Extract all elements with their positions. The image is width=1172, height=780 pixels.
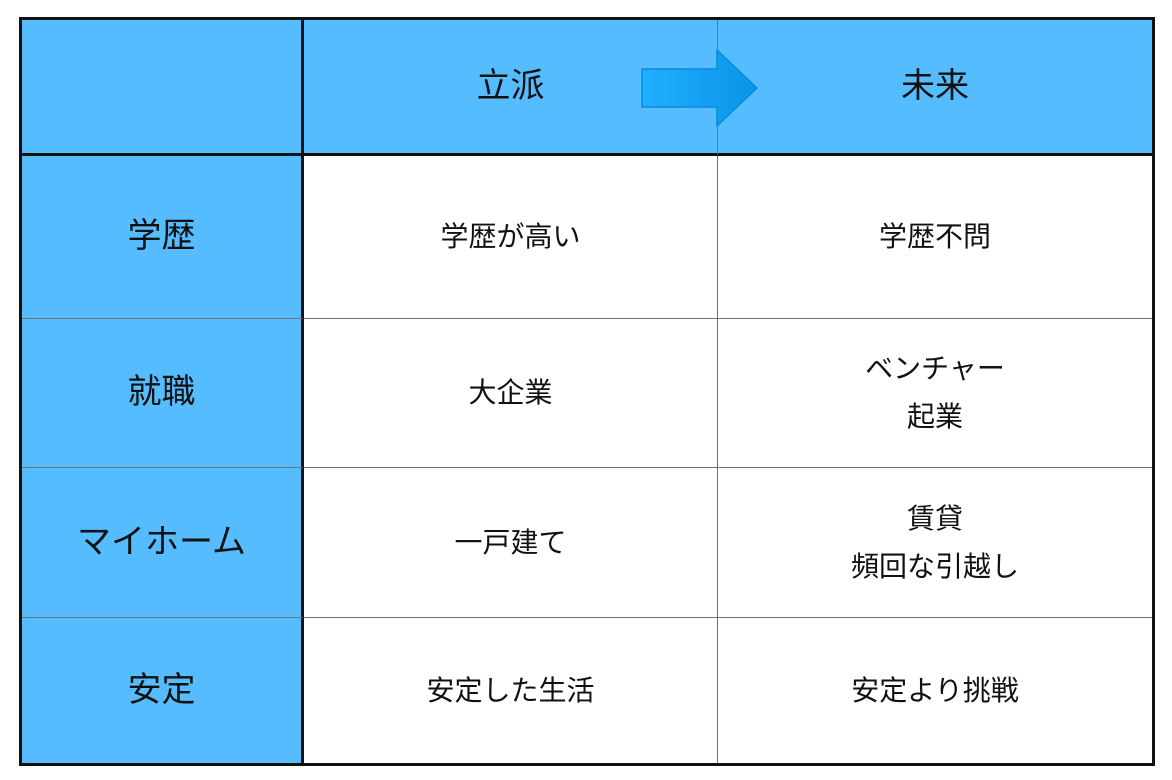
row-label: マイホーム	[77, 521, 246, 562]
cell-text-line-1: 賃貸	[906, 501, 963, 535]
cell-text: 学歴が高い	[440, 220, 581, 254]
comparison-table: 立派 未来 学歴 学歴が高い 学歴不問 就職 大企業 ベンチャー 起業 マイホー…	[19, 17, 1155, 766]
cell-text: 安定より挑戦	[851, 673, 1019, 707]
row-label-employment: 就職	[22, 319, 304, 468]
cell-present-education: 学歴が高い	[304, 156, 718, 319]
cell-future-education: 学歴不問	[718, 156, 1152, 319]
cell-present-home: 一戸建て	[304, 468, 718, 618]
row-label-education: 学歴	[22, 156, 304, 319]
cell-text: 大企業	[468, 376, 553, 410]
cell-text-line-1: ベンチャー	[865, 352, 1005, 386]
cell-text-line-2: 頻回な引越し	[850, 549, 1019, 583]
cell-text-line-2: 起業	[906, 400, 963, 433]
right-arrow-icon	[641, 49, 758, 127]
cell-text: 安定した生活	[426, 673, 595, 707]
cell-present-stability: 安定した生活	[304, 618, 718, 763]
cell-future-home: 賃貸 頻回な引越し	[718, 468, 1152, 618]
corner-cell	[22, 20, 304, 156]
header-future-label: 未来	[901, 65, 969, 106]
header-present-label: 立派	[476, 65, 545, 106]
cell-text: 学歴不問	[878, 220, 991, 254]
row-label: 就職	[127, 372, 196, 413]
row-label: 安定	[127, 669, 196, 710]
cell-text: 一戸建て	[454, 525, 567, 559]
row-label: 学歴	[127, 216, 196, 257]
row-label-home: マイホーム	[22, 468, 304, 618]
row-label-stability: 安定	[22, 618, 304, 763]
header-future: 未来	[718, 20, 1152, 156]
cell-present-employment: 大企業	[304, 319, 718, 468]
cell-future-employment: ベンチャー 起業	[718, 319, 1152, 468]
cell-future-stability: 安定より挑戦	[718, 618, 1152, 763]
